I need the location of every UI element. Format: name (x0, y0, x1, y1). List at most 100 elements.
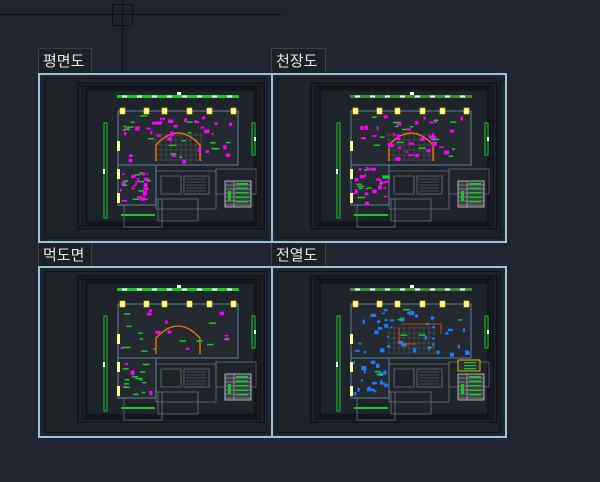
dimension-mark (355, 288, 360, 291)
fixture-mark (449, 129, 455, 133)
floor-plan-drawing (77, 82, 265, 230)
window-mark (117, 169, 120, 179)
furniture-mark (122, 184, 128, 187)
sheet-tab-ink-plan[interactable]: 먹도면 (38, 242, 92, 267)
dimension-mark (182, 95, 187, 98)
window-mark (117, 334, 120, 344)
furniture-mark (131, 375, 138, 378)
title-block-text (469, 394, 481, 396)
fixture-mark (148, 309, 152, 312)
dimension-mark (430, 288, 435, 291)
structure-outline (388, 363, 450, 403)
viewport-ink-plan[interactable] (38, 266, 273, 438)
furniture-mark (392, 121, 401, 124)
fixture-mark (130, 370, 135, 375)
fixture-mark (464, 350, 470, 355)
crosshair-horizontal-line (0, 14, 282, 15)
dimension-label (177, 285, 181, 288)
furniture-mark (450, 121, 457, 123)
fixture-mark (409, 310, 415, 316)
dimension-mark (227, 288, 232, 291)
furniture-mark (182, 139, 186, 142)
window-mark (439, 107, 446, 115)
fixture-mark (364, 173, 367, 178)
fixture-mark (379, 180, 383, 184)
fixture-mark (386, 335, 389, 338)
fixture-mark (423, 116, 426, 120)
sheet-tab-floor-plan[interactable]: 평면도 (38, 48, 92, 73)
furniture-mark (134, 174, 141, 176)
fixture-mark (143, 182, 148, 188)
furniture-mark (357, 196, 366, 199)
furniture-mark (409, 125, 414, 128)
fixture-mark (460, 116, 464, 121)
window-mark (143, 300, 150, 308)
sheet-frame-line (84, 87, 258, 225)
dimension-mark (212, 95, 217, 98)
title-block-text (461, 384, 464, 394)
window-mark (419, 107, 426, 115)
title-block-text (469, 192, 481, 194)
fixture-mark (449, 352, 454, 357)
viewport-ceiling-plan[interactable] (271, 73, 507, 243)
furniture-mark (397, 318, 404, 321)
furniture-mark (122, 368, 129, 370)
dimension-label (410, 92, 414, 95)
furniture-mark (130, 121, 135, 123)
fixture-mark (214, 122, 218, 125)
furniture-mark (394, 125, 399, 128)
window-mark (230, 300, 237, 308)
furniture-mark (213, 148, 220, 150)
fixture-mark (384, 323, 389, 328)
furniture-mark (124, 313, 131, 315)
fixture-mark (364, 192, 369, 196)
fixture-mark (420, 137, 425, 141)
fixture-mark (219, 311, 225, 316)
fixture-mark (156, 121, 162, 125)
furniture-mark (135, 377, 143, 380)
title-block-text (236, 187, 248, 189)
viewport-electrical-plan[interactable] (271, 266, 507, 438)
fixture-mark (204, 129, 210, 134)
furniture-mark (374, 370, 379, 373)
furniture-mark (418, 334, 426, 336)
fixture-mark (384, 383, 388, 388)
sheet-frame-line (310, 82, 498, 230)
fixture-mark (384, 180, 390, 183)
fixture-mark (211, 132, 214, 136)
window-mark (186, 107, 193, 115)
dimension-mark (460, 288, 465, 291)
furniture-mark (458, 319, 463, 321)
furniture-mark (382, 175, 390, 177)
building-wing (350, 357, 390, 399)
fixture-mark (361, 366, 367, 371)
building-outline (117, 110, 239, 166)
ink-plan-drawing (77, 275, 265, 423)
fixture-mark (364, 201, 370, 206)
furniture-mark (396, 141, 404, 144)
dimension-label (254, 137, 256, 141)
fixture-mark (374, 330, 379, 335)
fixture-mark (380, 379, 383, 384)
furniture-mark (358, 187, 363, 190)
sheet-tab-ceiling-plan[interactable]: 천장도 (271, 48, 326, 73)
dimension-label (487, 137, 489, 141)
viewport-floor-plan[interactable] (38, 73, 273, 243)
furniture-mark (124, 128, 131, 131)
furniture-mark (382, 176, 390, 178)
fixture-mark (132, 184, 136, 187)
furniture-mark (366, 187, 372, 189)
furniture-mark (123, 180, 129, 182)
fixture-mark (354, 350, 360, 352)
fixture-mark (360, 137, 366, 140)
title-block-text (469, 187, 481, 189)
dimension-line-top (117, 95, 239, 98)
fixture-mark (415, 153, 419, 158)
sheet-tab-electrical-plan[interactable]: 전열도 (271, 242, 326, 267)
fixture-mark (146, 127, 151, 130)
fixture-mark (353, 192, 355, 195)
furniture-mark (225, 141, 231, 144)
fixture-mark (388, 143, 394, 148)
fixture-mark (397, 146, 402, 149)
furniture-mark (132, 393, 139, 396)
